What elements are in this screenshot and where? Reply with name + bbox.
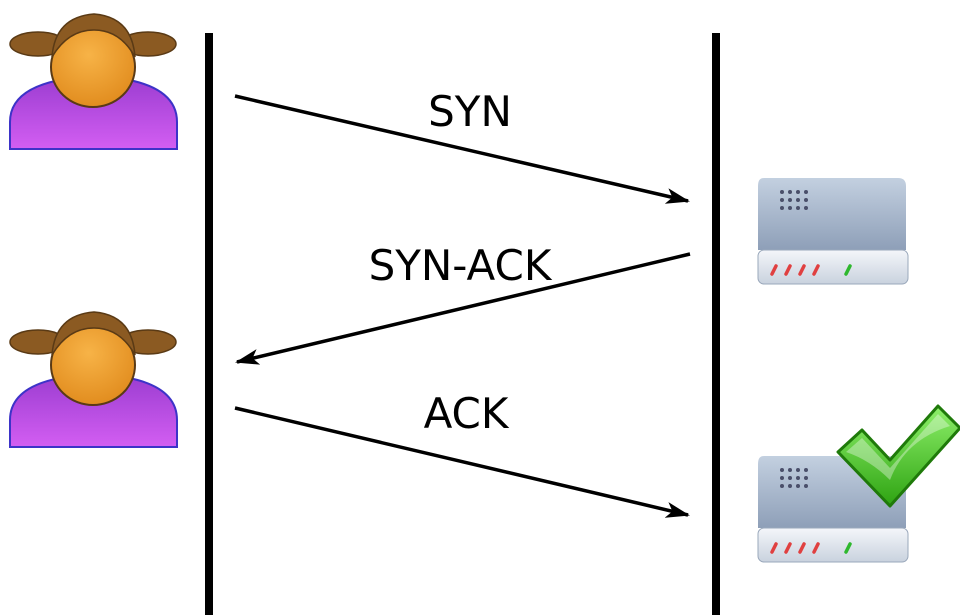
ack-arrow	[234, 406, 690, 518]
user-icon	[9, 311, 178, 448]
server-icon	[757, 178, 909, 285]
checkmark-icon	[836, 404, 960, 508]
syn-ack-label: SYN-ACK	[369, 241, 553, 290]
user-icon	[9, 13, 178, 150]
syn-arrow	[234, 94, 690, 204]
syn-label: SYN	[428, 87, 512, 136]
syn-ack-arrow	[235, 252, 691, 365]
ack-label: ACK	[424, 389, 510, 438]
